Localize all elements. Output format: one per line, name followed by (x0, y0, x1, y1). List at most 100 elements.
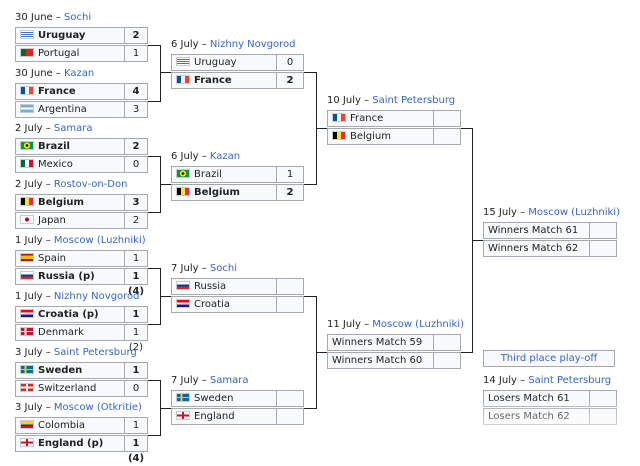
team-name[interactable]: Belgium (16, 195, 84, 210)
team-label[interactable]: France (350, 113, 384, 124)
team-label[interactable]: Belgium (38, 197, 84, 208)
team-label[interactable]: Spain (38, 253, 66, 264)
venue-link[interactable]: Saint Petersburg (372, 95, 456, 106)
match-header: 1 July – Moscow (Luzhniki) (15, 235, 146, 247)
team-name[interactable]: Sweden (172, 391, 234, 406)
team-name[interactable]: Japan (16, 213, 66, 228)
venue-link[interactable]: Sochi (64, 12, 92, 23)
venue-link[interactable]: Moscow (Luzhniki) (53, 235, 146, 246)
team-label[interactable]: Brazil (38, 141, 70, 152)
team-name[interactable]: Belgium (328, 129, 391, 144)
team-name[interactable]: Argentina (16, 102, 87, 117)
team-name[interactable]: England (172, 409, 235, 424)
team-score (589, 223, 616, 238)
team-name[interactable]: Brazil (16, 139, 70, 154)
team-label[interactable]: Sweden (194, 393, 234, 404)
venue-link[interactable]: Kazan (64, 68, 95, 79)
spain-flag-icon (20, 253, 34, 262)
team-label[interactable]: Uruguay (194, 57, 237, 68)
team-name[interactable]: Belgium (172, 185, 240, 200)
team-name[interactable]: France (16, 84, 76, 99)
bracket-connector (148, 156, 160, 157)
team-name[interactable]: Croatia (p) (16, 307, 99, 322)
team-label[interactable]: France (194, 75, 232, 86)
team-score: 1 (3) (124, 418, 147, 446)
venue-link[interactable]: Rostov-on-Don (53, 179, 128, 190)
team-label[interactable]: Mexico (38, 159, 73, 170)
date-separator: – (52, 68, 65, 79)
team-label[interactable]: Denmark (38, 327, 84, 338)
team-name[interactable]: Russia (172, 279, 226, 294)
team-label[interactable]: Japan (38, 215, 66, 226)
team-name[interactable]: Denmark (16, 325, 84, 340)
team-label[interactable]: England (194, 411, 235, 422)
team-label[interactable]: Croatia (194, 299, 230, 310)
round-of-16-team-row: Brazil 2 (15, 138, 148, 155)
team-label[interactable]: Russia (p) (38, 271, 95, 282)
third-place-playoff-link[interactable]: Third place play-off (483, 350, 615, 367)
venue-link[interactable]: Kazan (209, 151, 241, 162)
match-header: 2 July – Samara (15, 123, 92, 135)
team-label[interactable]: Croatia (p) (38, 309, 99, 320)
team-score (433, 335, 460, 350)
team-label[interactable]: Russia (194, 281, 227, 292)
team-name[interactable]: Croatia (172, 297, 230, 312)
venue-link[interactable]: Nizhny Novgorod (209, 39, 296, 50)
team-score: 1 (3) (124, 251, 147, 279)
team-label[interactable]: Portugal (38, 48, 80, 59)
team-score: 1 (124, 363, 147, 378)
date-separator: – (42, 179, 54, 190)
team-name[interactable]: Switzerland (16, 381, 96, 396)
team-label[interactable]: Brazil (194, 169, 222, 180)
team-name[interactable]: Colombia (16, 418, 85, 433)
team-score (276, 391, 303, 406)
bracket-connector (148, 268, 160, 269)
team-name[interactable]: France (328, 111, 383, 126)
team-label[interactable]: France (38, 86, 76, 97)
team-label[interactable]: Colombia (38, 420, 85, 431)
match-date: 14 July (483, 375, 517, 386)
team-label[interactable]: Sweden (38, 365, 83, 376)
venue-link[interactable]: Sochi (209, 263, 237, 274)
round-of-16-team-row: Sweden 1 (15, 362, 148, 379)
team-name[interactable]: Spain (16, 251, 66, 266)
team-name[interactable]: England (p) (16, 436, 103, 451)
team-label[interactable]: Uruguay (38, 30, 86, 41)
match-header: 15 July – Moscow (Luzhniki) (483, 207, 620, 219)
team-name[interactable]: Brazil (172, 167, 222, 182)
team-label[interactable]: England (p) (38, 438, 104, 449)
team-name[interactable]: Mexico (16, 157, 73, 172)
argentina-flag-icon (20, 104, 34, 113)
date-separator: – (42, 235, 54, 246)
venue-link[interactable]: Samara (209, 375, 249, 386)
bracket-connector (148, 212, 160, 213)
venue-link[interactable]: Saint Petersburg (53, 347, 137, 358)
venue-link[interactable]: Moscow (Otkritie) (53, 402, 142, 413)
venue-link[interactable]: Nizhny Novgorod (53, 291, 140, 302)
team-label: Winners Match 60 (332, 355, 423, 366)
team-name[interactable]: France (172, 73, 232, 88)
team-name[interactable]: Russia (p) (16, 269, 95, 284)
team-name[interactable]: Uruguay (16, 28, 85, 43)
team-name[interactable]: Portugal (16, 46, 79, 61)
venue-link[interactable]: Samara (53, 123, 93, 134)
venue-link[interactable]: Moscow (Luzhniki) (528, 207, 620, 218)
team-label[interactable]: Argentina (38, 104, 87, 115)
team-name[interactable]: Uruguay (172, 55, 237, 70)
team-label[interactable]: Belgium (194, 187, 240, 198)
switzerland-flag-icon (20, 383, 34, 392)
team-score: 2 (124, 139, 147, 154)
team-label: Losers Match 61 (488, 393, 570, 404)
venue-link[interactable]: Saint Petersburg (528, 375, 612, 386)
match-date: 6 July (171, 151, 199, 162)
team-name: Losers Match 61 (484, 391, 570, 406)
team-label[interactable]: Belgium (350, 131, 391, 142)
date-separator: – (198, 39, 210, 50)
denmark-flag-icon (20, 327, 34, 336)
team-label[interactable]: Switzerland (38, 383, 97, 394)
team-name[interactable]: Sweden (16, 363, 82, 378)
team-score: 0 (124, 157, 147, 172)
venue-link[interactable]: Moscow (Luzhniki) (372, 319, 464, 330)
